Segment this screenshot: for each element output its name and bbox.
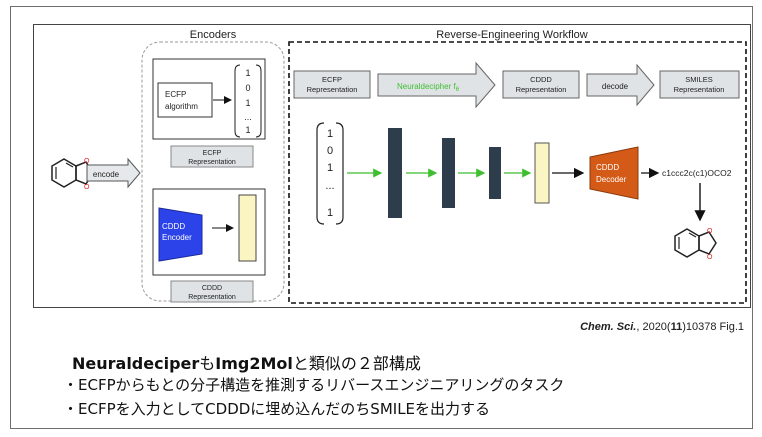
bullet-item: ・ECFPからもとの分子構造を推測するリバースエンジニアリングのタスク [63,376,565,394]
ecfp-algorithm-box [157,82,213,118]
network-input-vector: 1 0 1 ... 1 [316,122,344,225]
svg-text:O: O [84,158,90,165]
heading-rest: と類似の２部構成 [292,354,421,373]
dense-layer-2 [442,138,455,208]
input-bit: 1 [327,162,333,174]
pipeline-ecfp-box [293,70,371,99]
neuraldecipher-label: Neuraldecipher fθ [397,82,460,93]
input-bit: ... [325,180,334,192]
cddd-encoder-line1: CDDD [162,222,185,231]
cddd-decoder-line2: Decoder [596,175,627,184]
ecfp-representation-line2: Representation [188,159,236,166]
dense-layer-1 [388,128,402,218]
pipeline-smiles-line2: Representation [674,85,725,94]
pipeline-smiles-box [659,70,740,99]
ecfp-algorithm-line1: ECFP [165,90,186,99]
cddd-decoder-shape [589,146,639,200]
pipeline-cddd-line1: CDDD [530,75,552,84]
input-bit: 1 [327,207,333,219]
input-bit: 1 [327,128,333,140]
ecfp-bit: 1 [245,98,250,108]
workflow-box [288,41,747,304]
ecfp-algorithm-line2: algorithm [165,102,198,111]
ecfp-bit: 0 [245,83,250,93]
cddd-encoder-line2: Encoder [162,233,192,242]
figure-citation: Chem. Sci., 2020(11)10378 Fig.1 [11,321,744,333]
cddd-representation-line1: CDDD [202,285,222,292]
encode-arrow: encode [86,157,141,189]
heading-img2mol: Img2Mol [215,354,293,373]
citation-journal: Chem. Sci. [580,321,637,333]
svg-text:O: O [707,254,713,261]
smiles-output: c1ccc2c(c1)OCO2 [662,168,732,178]
citation-pages: )10378 Fig.1 [682,321,744,333]
cddd-panel [152,188,266,276]
ecfp-bit-vector: 1 0 1 ... 1 [234,64,262,138]
figure-frame: O O encode Encoders ECFP algorithm 1 0 [33,24,751,308]
ecfp-bit: 1 [245,125,250,135]
cddd-representation-box [170,280,254,303]
pipeline-smiles-line1: SMILES [685,75,713,84]
ecfp-panel [152,58,266,140]
citation-volume: 11 [670,321,683,333]
input-bit: 0 [327,145,333,157]
decode-label: decode [602,82,629,91]
pipeline-cddd-line2: Representation [516,85,567,94]
heading-particle: も [199,354,216,373]
svg-text:O: O [84,184,90,191]
pipeline-cddd-box [502,70,580,99]
pipeline-ecfp-line2: Representation [307,85,358,94]
dense-layer-3 [489,147,501,199]
ecfp-representation-box [170,145,254,168]
slide: O O encode Encoders ECFP algorithm 1 0 [10,6,753,429]
workflow-diagram: O O encode Encoders ECFP algorithm 1 0 [51,29,747,304]
bullet-item: ・ECFPを入力としてCDDDに埋め込んだのちSMILEを出力する [63,400,491,418]
pipeline-ecfp-line1: ECFP [322,75,342,84]
encoders-title: Encoders [190,29,237,41]
svg-text:O: O [707,228,713,235]
cddd-encoder-shape [158,207,203,262]
slide-heading: NeuraldeciperもImg2Molと類似の２部構成 [72,350,421,374]
neuraldecipher-arrow [377,61,496,109]
cddd-vector [238,194,257,262]
network-layers [347,128,585,218]
cddd-representation-line2: Representation [188,294,236,301]
cddd-embedding [534,142,550,204]
citation-year: , 2020( [636,321,671,333]
workflow-title: Reverse-Engineering Workflow [436,29,587,41]
ecfp-bit: 1 [245,68,250,78]
decode-arrow [586,63,655,107]
cddd-decoder-line1: CDDD [596,163,619,172]
heading-neuraldeciper: Neuraldeciper [72,354,200,373]
benzodioxole-molecule-output: O O [674,228,717,261]
encoders-box [141,41,285,302]
encode-label: encode [93,170,120,179]
ecfp-bit: ... [244,112,252,122]
ecfp-representation-line1: ECFP [203,150,222,157]
pipeline-row: ECFP Representation Neuraldecipher fθ CD… [293,61,740,109]
